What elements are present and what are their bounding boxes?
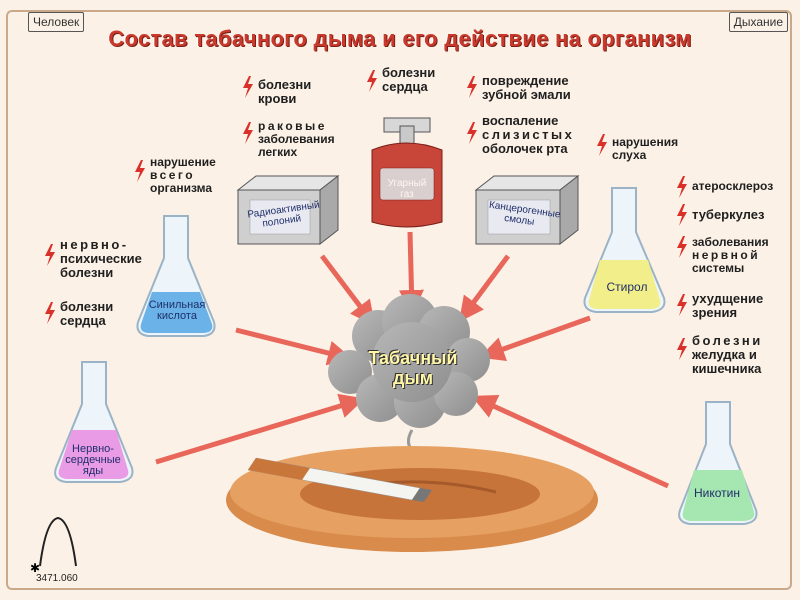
lightning-bolt-icon (45, 244, 55, 266)
topic-tag-breathing: Дыхание (728, 12, 788, 32)
arrow-carcinogens (459, 254, 511, 323)
lightning-bolt-icon (135, 160, 145, 182)
catalog-code: 3471.060 (36, 573, 78, 584)
polonium-box (236, 174, 340, 246)
label-cyanide: Синильная кислота (148, 299, 206, 322)
effect-enamel-damage: повреждение зубной эмали (482, 73, 571, 102)
lightning-bolt-icon (243, 122, 253, 144)
effect-heart-disease-left: болезни сердца (60, 299, 114, 328)
arrow-nerve-poisons (155, 393, 365, 465)
label-carbon-monoxide: Угарный газ (387, 178, 427, 200)
nicotine-flask (678, 401, 758, 525)
svg-text:✱: ✱ (30, 561, 40, 575)
arrow-styrene (479, 315, 591, 362)
arrow-polonium (320, 254, 376, 326)
smoke-cloud (328, 294, 490, 471)
effect-hearing: нарушения слуха (612, 135, 679, 162)
carcinogens-box (474, 174, 580, 246)
cigarette (247, 457, 432, 502)
lightning-bolt-icon (677, 294, 687, 316)
arrows (155, 231, 670, 489)
effect-neuropsychiatric: нервно-психические болезни (60, 237, 142, 280)
arrow-cyanide (235, 327, 353, 366)
lightning-bolt-icon (243, 76, 253, 98)
effect-tuberculosis: туберкулез (692, 207, 765, 222)
effect-atherosclerosis: атеросклероз (692, 179, 774, 193)
lightning-bolt-icon (677, 204, 687, 226)
publisher-logo: ✱ (30, 516, 77, 575)
effect-vision: ухудщение зрения (692, 291, 764, 320)
arrow-nicotine (471, 394, 670, 489)
label-styrene: Стирол (606, 280, 648, 294)
lightning-bolt-icon (677, 176, 687, 198)
styrene-flask (583, 187, 666, 313)
lightning-bolt-icon (677, 236, 687, 258)
carbon-monoxide-canister (371, 117, 443, 228)
cyanide-flask (136, 215, 216, 337)
topic-tag-human: Человек (28, 12, 85, 32)
effect-blood-diseases: болезни крови (258, 77, 312, 106)
lightning-bolt-icon (597, 134, 607, 156)
lightning-bolt-icon (467, 76, 477, 98)
poster-frame (6, 10, 792, 590)
lightning-bolt-icon (467, 122, 477, 144)
lightning-bolt-icon (677, 338, 687, 360)
label-nicotine: Никотин (694, 486, 740, 500)
effect-heart-disease-top: болезни сердца (382, 65, 436, 94)
lightning-bolt-icon (367, 70, 377, 92)
lightning-bolt-icon (45, 302, 55, 324)
label-nerve-poisons: Нервно- сердечные яды (65, 443, 121, 477)
nerve-poisons-flask (54, 361, 134, 483)
poster-title: Состав табачного дыма и его действие на … (108, 26, 692, 51)
